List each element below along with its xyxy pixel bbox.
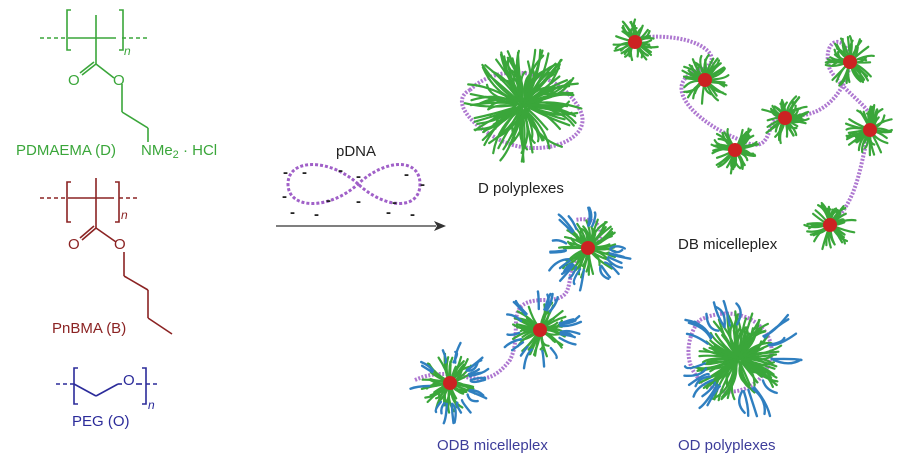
od-polyplexes-label: OD polyplexes	[678, 437, 776, 454]
pdmaema-ester-oxygen: O	[113, 72, 125, 89]
charge-mark-12: -	[314, 206, 319, 223]
odb-micelle-2	[503, 290, 583, 370]
od-polyplex	[683, 299, 803, 418]
charge-mark-7: -	[282, 188, 287, 205]
charge-mark-4: -	[356, 168, 361, 185]
pdna-figure-eight	[286, 163, 422, 205]
polymer-clusters	[409, 18, 893, 425]
charge-mark-9: -	[356, 193, 361, 210]
db-micelle-4-core	[778, 111, 792, 125]
d-polyplex-dna	[460, 70, 585, 150]
db-micelle-5-core	[843, 55, 857, 69]
db-micelle-7-core	[823, 218, 837, 232]
db-micelle-2-core	[698, 73, 712, 87]
peg-subscript-n: n	[148, 398, 155, 412]
pdmaema-name: PDMAEMA (D)	[16, 142, 117, 159]
charge-mark-3: -	[338, 162, 343, 179]
db-micelle-1-core	[628, 35, 642, 49]
pdmaema-subscript-n: n	[124, 44, 131, 58]
peg-structure	[56, 367, 160, 405]
charge-mark-11: -	[290, 204, 295, 221]
charge-mark-5: -	[404, 166, 409, 183]
db-micelle-6-core	[863, 123, 877, 137]
pnbma-ester-oxygen: O	[114, 236, 126, 253]
db-micelle-7	[803, 201, 857, 251]
pdmaema-carbonyl-oxygen: O	[68, 72, 80, 89]
dna-strands	[414, 34, 874, 394]
odb-micelle-2-core	[533, 323, 547, 337]
pdna-label: pDNA	[336, 143, 377, 160]
peg-name: PEG (O)	[72, 413, 130, 430]
odb-micelle-1	[548, 206, 632, 292]
d-polyplexes-label: D polyplexes	[478, 180, 564, 197]
pdmaema-structure	[40, 9, 150, 142]
pnbma-name: PnBMA (B)	[52, 320, 127, 337]
peg-oxygen: O	[123, 372, 135, 389]
charge-mark-13: -	[386, 204, 391, 221]
charge-mark-1: -	[283, 164, 288, 181]
charge-mark-10: -	[392, 194, 397, 211]
db-micelleplex-label: DB micelleplex	[678, 236, 778, 253]
odb-micelle-1-core	[581, 241, 595, 255]
charge-mark-6: -	[420, 176, 425, 193]
db-micelle-1	[612, 18, 659, 62]
odb-micelle-3-core	[443, 376, 457, 390]
odb-micelleplex-label: ODB micelleplex	[437, 437, 548, 454]
db-micelle-3-core	[728, 143, 742, 157]
od-polyplex-dna	[686, 311, 774, 394]
pnbma-structure	[40, 178, 173, 335]
charge-mark-2: -	[302, 164, 307, 181]
reaction-arrow	[276, 221, 446, 231]
pnbma-carbonyl-oxygen: O	[68, 236, 80, 253]
charge-mark-8: -	[326, 192, 331, 209]
charge-mark-14: -	[410, 206, 415, 223]
db-micelle-3	[710, 127, 760, 175]
d-polyplex	[463, 48, 583, 163]
db-micelle-6	[845, 104, 893, 157]
db-micelle-4	[761, 95, 810, 145]
db-micelle-2	[681, 53, 730, 105]
pdmaema-amine-group: NMe2 · HCl	[141, 142, 218, 161]
db-micelle-5	[824, 35, 875, 87]
pnbma-subscript-n: n	[121, 208, 128, 222]
odb-micelle-3	[409, 341, 490, 425]
